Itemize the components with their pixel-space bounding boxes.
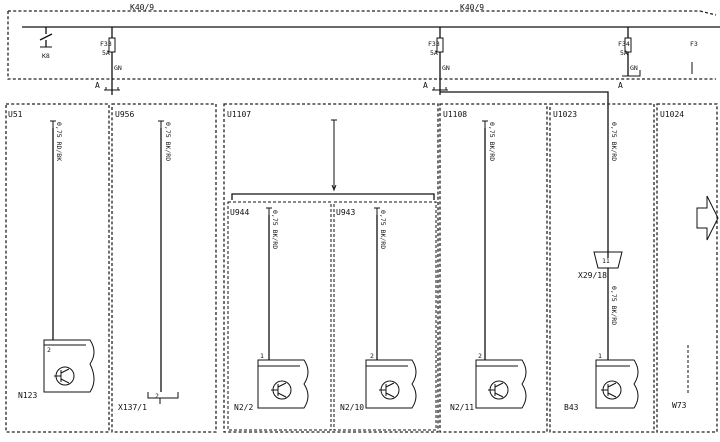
module-box-u51: [5, 103, 110, 433]
component-label: N2/10: [340, 403, 364, 412]
fuse-pin: GN: [114, 64, 122, 72]
junction-label: X29/18: [578, 271, 607, 280]
component-x137-1: 2 X137/1: [118, 392, 179, 412]
relay-k8: K8: [39, 27, 53, 60]
connector-a: A: [95, 81, 100, 90]
junction-x29-18: [593, 251, 623, 269]
component-label: B43: [564, 403, 579, 412]
wire-u1108: 0,75 BK/RD: [482, 120, 496, 360]
component-b43: 1 B43: [564, 352, 639, 412]
component-w73: W73: [672, 345, 689, 410]
component-n2-2: 1 N2/2: [234, 352, 309, 412]
wire-spec: 0,75 BK/RD: [271, 210, 279, 249]
module-box-u1108: [439, 103, 548, 433]
component-label: X137/1: [118, 403, 147, 412]
module-id: U1023: [553, 110, 577, 119]
wire-u944: 0,75 BK/RD: [266, 207, 279, 360]
module-id: U1108: [443, 110, 467, 119]
fuse-rating: 5A: [620, 49, 628, 57]
wire-spec: 0,75 BK/RD: [164, 122, 172, 161]
wire-spec: 0,75 BK/RD: [488, 122, 496, 161]
module-box-u1023: [549, 103, 655, 433]
wire-spec: 0,75 BK/RD: [610, 122, 618, 161]
junction-pin: 11: [602, 257, 610, 265]
wire-spec: 0,75 BK/RD: [610, 286, 618, 325]
module-id: U956: [115, 110, 134, 119]
pin-number: 2: [478, 352, 482, 360]
fuse-id: F34: [618, 40, 630, 48]
module-id: U1107: [227, 110, 251, 119]
transistor-icon: [379, 382, 395, 398]
pin-number: 1: [598, 352, 602, 360]
fuse-f33-b: F33 5A GN A: [423, 27, 450, 95]
relay-label: K8: [42, 52, 50, 60]
wire-u51: 0,75 RD/BK: [50, 120, 63, 340]
module-id: U51: [8, 110, 23, 119]
component-n2-10: 2 N2/10: [340, 352, 417, 412]
wire-feed-u1023: [440, 91, 609, 258]
module-id: U944: [230, 208, 249, 217]
transistor-icon: [488, 382, 504, 398]
fuse-pin: GN: [442, 64, 450, 72]
wire-u943: 0,75 BK/RD: [374, 207, 387, 360]
fuse-rating: 5A: [102, 49, 110, 57]
fuse-pin: GN: [630, 64, 638, 72]
fuse-id: F3: [690, 40, 698, 48]
fuse-f33-a: F33 5A GN A: [95, 27, 122, 95]
fuse-partial: F3: [690, 40, 698, 74]
continuation-arrow-icon: [696, 195, 719, 241]
wire-u956: 0,75 BK/RD: [158, 120, 172, 392]
fuse-id: F33: [428, 40, 440, 48]
component-n2-11: 2 N2/11: [450, 352, 527, 412]
wire-spec: 0,75 RD/BK: [55, 122, 63, 161]
module-id: U1024: [660, 110, 684, 119]
fuse-id: F33: [100, 40, 112, 48]
pin-number: 2: [370, 352, 374, 360]
component-label: N123: [18, 391, 37, 400]
transistor-icon: [601, 382, 617, 398]
module-box-u1024: [656, 103, 718, 433]
bus-label-right: K40/9: [460, 3, 484, 12]
component-label: N2/11: [450, 403, 474, 412]
module-id: U943: [336, 208, 355, 217]
component-n123: 2 N123: [18, 339, 95, 400]
transistor-icon: [271, 382, 287, 398]
connector-a: A: [618, 81, 623, 90]
module-box-u1107: [223, 103, 439, 433]
fuse-f34: F34 5A GN A: [618, 27, 641, 90]
pin-number: 1: [260, 352, 264, 360]
wire-u1023: 0,75 BK/RD 11 X29/18 0,75 BK/RD: [578, 122, 623, 360]
component-label: W73: [672, 401, 687, 410]
component-label: N2/2: [234, 403, 253, 412]
fuse-rating: 5A: [430, 49, 438, 57]
wire-spec: 0,75 BK/RD: [379, 210, 387, 249]
pin-number: 2: [47, 346, 51, 354]
bus-label-left: K40/9: [130, 3, 154, 12]
sub-box-u944: [227, 201, 332, 431]
module-box-u956: [111, 103, 217, 433]
pin-number: 2: [155, 392, 159, 400]
sub-box-u943: [333, 201, 437, 431]
fuse-box: K40/9 K40/9: [7, 3, 720, 80]
connector-a: A: [423, 81, 428, 90]
transistor-icon: [54, 368, 70, 384]
